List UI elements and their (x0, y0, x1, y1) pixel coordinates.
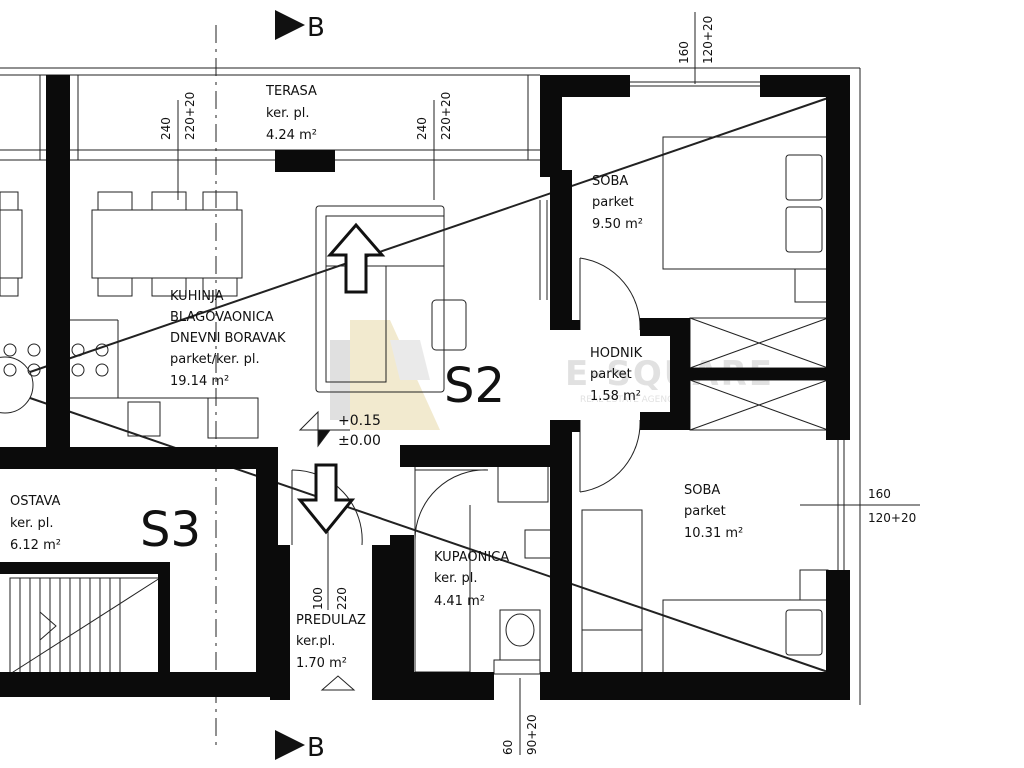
room-floor: ker. pl. (266, 106, 309, 121)
room-predulaz: PREDULAZ ker.pl. 1.70 m² (296, 613, 366, 671)
unit-label-s2: S2 (444, 358, 505, 414)
section-label-top: B (307, 13, 325, 43)
room-floor: ker. pl. (434, 571, 477, 586)
level-plus: +0.15 (338, 413, 381, 429)
room-kuhinja: KUHINJA BLAGOVAONICA DNEVNI BORAVAK park… (170, 289, 286, 389)
room-area: 10.31 m² (684, 526, 743, 541)
section-marker-top: B (275, 10, 325, 43)
room-name: TERASA (265, 84, 317, 99)
room-soba-1: SOBA parket 9.50 m² (592, 174, 643, 232)
room-floor: ker. pl. (10, 516, 53, 531)
room-area: 1.58 m² (590, 389, 641, 404)
thin-lines (0, 12, 920, 755)
room-area: 4.24 m² (266, 128, 317, 143)
section-marker-bottom: B (275, 730, 325, 763)
room-area: 9.50 m² (592, 217, 643, 232)
room-soba-2: SOBA parket 10.31 m² (684, 483, 743, 541)
dim-predulaz-a: 100 (311, 587, 325, 610)
level-zero: ±0.00 (338, 433, 381, 449)
walls (0, 75, 850, 700)
room-floor: parket (590, 367, 632, 382)
room-name: HODNIK (590, 346, 643, 361)
dim-terasa-right-a: 240 (415, 117, 429, 140)
room-floor: ker.pl. (296, 634, 335, 649)
dim-soba1-top-a: 160 (677, 41, 691, 64)
room-hodnik: HODNIK parket 1.58 m² (590, 346, 643, 404)
dim-soba2-right-b: 120+20 (868, 511, 916, 525)
room-kupaonica: KUPAONICA ker. pl. 4.41 m² (434, 550, 509, 609)
room-floor: parket/ker. pl. (170, 352, 260, 367)
room-name: KUPAONICA (434, 550, 509, 565)
room-name: SOBA (684, 483, 720, 498)
watermark-sub: REAL ESTATE AGENCY (580, 395, 679, 405)
room-terasa: TERASA ker. pl. 4.24 m² (265, 84, 317, 143)
dim-soba2-right-a: 160 (868, 487, 891, 501)
room-name-line1: KUHINJA (170, 289, 224, 304)
room-area: 1.70 m² (296, 656, 347, 671)
watermark-logo: E-SQUARE REAL ESTATE AGENCY (330, 320, 772, 430)
dim-terasa-left-a: 240 (159, 117, 173, 140)
section-label-bottom: B (307, 733, 325, 763)
room-area: 4.41 m² (434, 594, 485, 609)
room-name-line3: DNEVNI BORAVAK (170, 331, 286, 346)
room-name-line2: BLAGOVAONICA (170, 310, 274, 325)
room-area: 6.12 m² (10, 538, 61, 553)
dim-kupaonica-a: 60 (501, 740, 515, 755)
dim-soba1-top-b: 120+20 (701, 16, 715, 64)
room-floor: parket (592, 195, 634, 210)
dim-terasa-right-b: 220+20 (439, 92, 453, 140)
room-name: SOBA (592, 174, 628, 189)
room-ostava: OSTAVA ker. pl. 6.12 m² (10, 494, 61, 553)
room-name: PREDULAZ (296, 613, 366, 628)
room-floor: parket (684, 504, 726, 519)
room-area: 19.14 m² (170, 374, 229, 389)
dim-terasa-left-b: 220+20 (183, 92, 197, 140)
dim-kupaonica-b: 90+20 (525, 714, 539, 755)
unit-label-s3: S3 (140, 502, 201, 558)
room-name: OSTAVA (10, 494, 61, 509)
dim-predulaz-b: 220 (335, 587, 349, 610)
